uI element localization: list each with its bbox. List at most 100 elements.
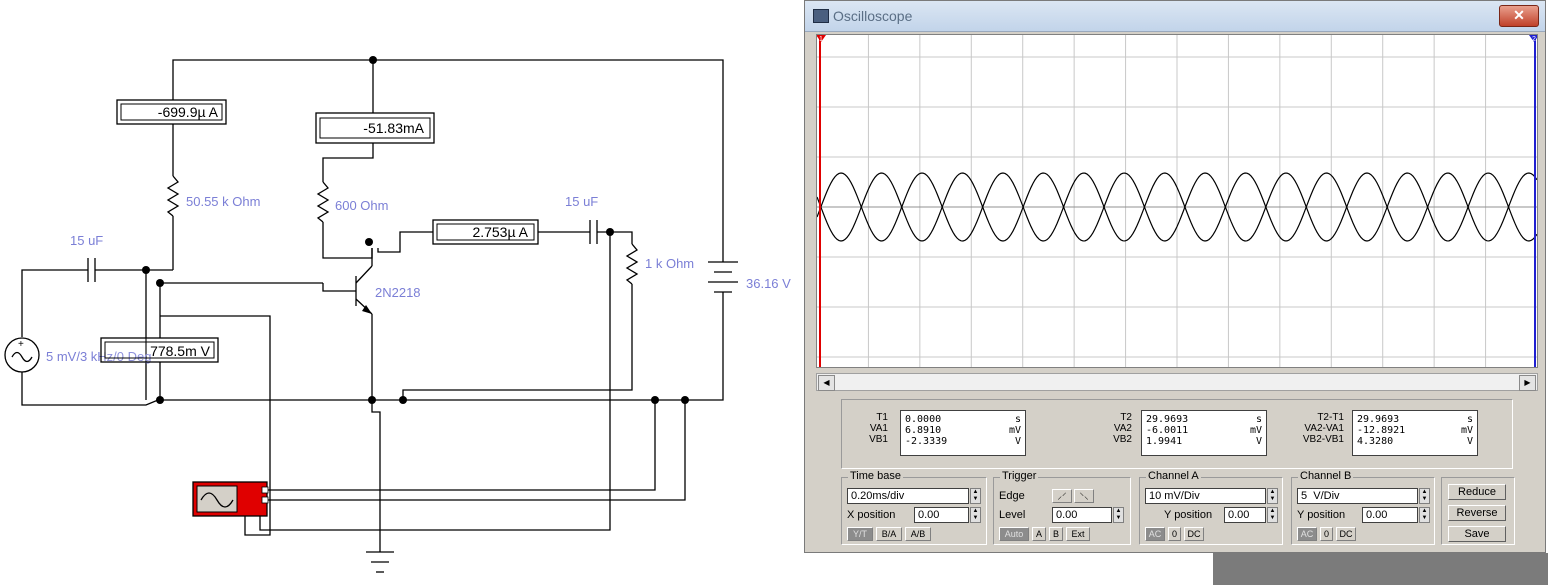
diff-time-unit: s (1466, 414, 1473, 425)
junction-dot (365, 238, 373, 246)
channel-b-ypos-label: Y position (1297, 509, 1346, 521)
ammeter-collector-reading: -51.83mA (363, 120, 424, 136)
t1-va-unit: mV (1008, 425, 1021, 436)
trigger-a-button[interactable]: A (1032, 527, 1046, 541)
channel-b-scale-field[interactable]: 5 V/Div (1297, 488, 1418, 504)
ac-source-plus: + (18, 339, 24, 350)
scope-screen: 1 2 (816, 34, 1538, 368)
wire-collector-output (377, 231, 433, 253)
channel-a-ypos-label: Y position (1164, 509, 1213, 521)
timebase-field[interactable]: 0.20ms/div (847, 488, 969, 504)
close-button[interactable]: ✕ (1499, 5, 1539, 27)
save-button[interactable]: Save (1448, 526, 1506, 542)
xpos-spinner-icon[interactable]: ▲▼ (970, 507, 981, 523)
channel-b-ypos-spinner-icon[interactable]: ▲▼ (1419, 507, 1430, 523)
channel-b-scale-spinner-icon[interactable]: ▲▼ (1419, 488, 1430, 504)
edge-falling-icon[interactable]: ⸌⸜ (1074, 489, 1094, 503)
wire-base-scope (160, 315, 271, 536)
mode-ab-button[interactable]: A/B (905, 527, 931, 541)
channel-b-dc-button[interactable]: DC (1336, 527, 1356, 541)
ammeter-collector-inner (319, 117, 431, 139)
ammeter-collector[interactable]: -51.83mA (315, 112, 435, 144)
junction-dot (681, 396, 689, 404)
channel-a-scale-field[interactable]: 10 mV/Div (1145, 488, 1266, 504)
app-icon (813, 9, 829, 23)
trigger-auto-button[interactable]: Auto (999, 527, 1029, 541)
trigger-ext-button[interactable]: Ext (1066, 527, 1090, 541)
scroll-left-icon[interactable]: ◀ (818, 375, 835, 391)
t1-va: 6.8910 (905, 425, 942, 436)
cursor-t2-marker[interactable] (1529, 35, 1538, 42)
screen-traces (817, 172, 1537, 242)
label-vb1: VB1 (869, 434, 888, 445)
junction-dot (606, 228, 614, 236)
label-va2-va1: VA2-VA1 (1304, 423, 1344, 434)
label-source: 5 mV/3 kHz/0 Deg (46, 349, 152, 364)
ammeter-base[interactable]: -699.9µ A (116, 99, 227, 125)
channel-a-ypos-spinner-icon[interactable]: ▲▼ (1267, 507, 1278, 523)
label-input-cap: 15 uF (70, 233, 103, 248)
channel-a-zero-button[interactable]: 0 (1168, 527, 1181, 541)
t1-vb-unit: V (1014, 436, 1021, 447)
label-t1: T1 (876, 412, 888, 423)
reduce-button[interactable]: Reduce (1448, 484, 1506, 500)
t2-time: 29.9693 (1146, 414, 1189, 425)
channel-a-dc-button[interactable]: DC (1184, 527, 1204, 541)
label-supply: 36.16 V (746, 276, 791, 291)
timebase-spinner-icon[interactable]: ▲▼ (970, 488, 981, 504)
channel-a-scale-spinner-icon[interactable]: ▲▼ (1267, 488, 1278, 504)
mode-yt-button[interactable]: Y/T (847, 527, 873, 541)
oscilloscope-window: Oscilloscope ✕ 1 2 ◀ ▶ T1 VA1 VB1 0.0000… (804, 0, 1546, 553)
wire-scope-a (266, 400, 656, 491)
voltmeter[interactable]: 778.5m V (100, 337, 219, 363)
ammeter-output-reading: 2.753µ A (472, 224, 528, 240)
channel-b-ac-button[interactable]: AC (1297, 527, 1317, 541)
horizontal-scrollbar[interactable]: ◀ ▶ (816, 373, 1538, 391)
timebase-title: Time base (848, 470, 903, 482)
action-buttons-group: Reduce Reverse Save (1441, 477, 1515, 545)
t2-time-unit: s (1255, 414, 1262, 425)
edge-rising-icon[interactable]: ⸝⸍ (1052, 489, 1072, 503)
diff-vb: 4.3280 (1357, 436, 1394, 447)
diff-time: 29.9693 (1357, 414, 1400, 425)
junction-dot (142, 266, 150, 274)
oscilloscope-instrument-icon[interactable] (192, 481, 269, 517)
ammeter-output-inner (436, 223, 535, 241)
t1-vb: -2.3339 (905, 436, 948, 447)
title-bar[interactable]: Oscilloscope ✕ (805, 1, 1545, 32)
label-vb2-vb1: VB2-VB1 (1302, 434, 1344, 445)
channel-a-title: Channel A (1146, 470, 1201, 482)
background-window-edge (1213, 553, 1548, 585)
trigger-b-button[interactable]: B (1049, 527, 1063, 541)
t2-vb: 1.9941 (1146, 436, 1183, 447)
diff-va-unit: mV (1460, 425, 1473, 436)
level-spinner-icon[interactable]: ▲▼ (1113, 507, 1124, 523)
cursor-t1-marker[interactable] (816, 35, 826, 42)
xpos-field[interactable]: 0.00 (914, 507, 969, 523)
ac-source-wave (11, 351, 33, 363)
cursor-t1-label: 1 (819, 36, 823, 43)
label-va1: VA1 (869, 423, 888, 434)
label-va2: VA2 (1113, 423, 1132, 434)
scope-icon-wave (200, 492, 234, 508)
readout-row: 29.9693 s (1146, 414, 1262, 425)
channel-a-ypos-field[interactable]: 0.00 (1224, 507, 1266, 523)
ammeter-output[interactable]: 2.753µ A (432, 219, 539, 245)
wire-cap-load (597, 231, 633, 244)
resistor-load-zigzag (625, 243, 639, 285)
channel-a-group: Channel A 10 mV/Div ▲▼ Y position 0.00 ▲… (1139, 470, 1283, 545)
mode-ba-button[interactable]: B/A (876, 527, 902, 541)
level-field[interactable]: 0.00 (1052, 507, 1112, 523)
label-transistor: 2N2218 (375, 285, 421, 300)
scroll-right-icon[interactable]: ▶ (1519, 375, 1536, 391)
channel-b-zero-button[interactable]: 0 (1320, 527, 1333, 541)
level-label: Level (999, 509, 1026, 521)
channel-a-ac-button[interactable]: AC (1145, 527, 1165, 541)
channel-b-ypos-field[interactable]: 0.00 (1362, 507, 1418, 523)
t1-time-unit: s (1014, 414, 1021, 425)
reverse-button[interactable]: Reverse (1448, 505, 1506, 521)
wire-load-bottom (402, 284, 633, 398)
